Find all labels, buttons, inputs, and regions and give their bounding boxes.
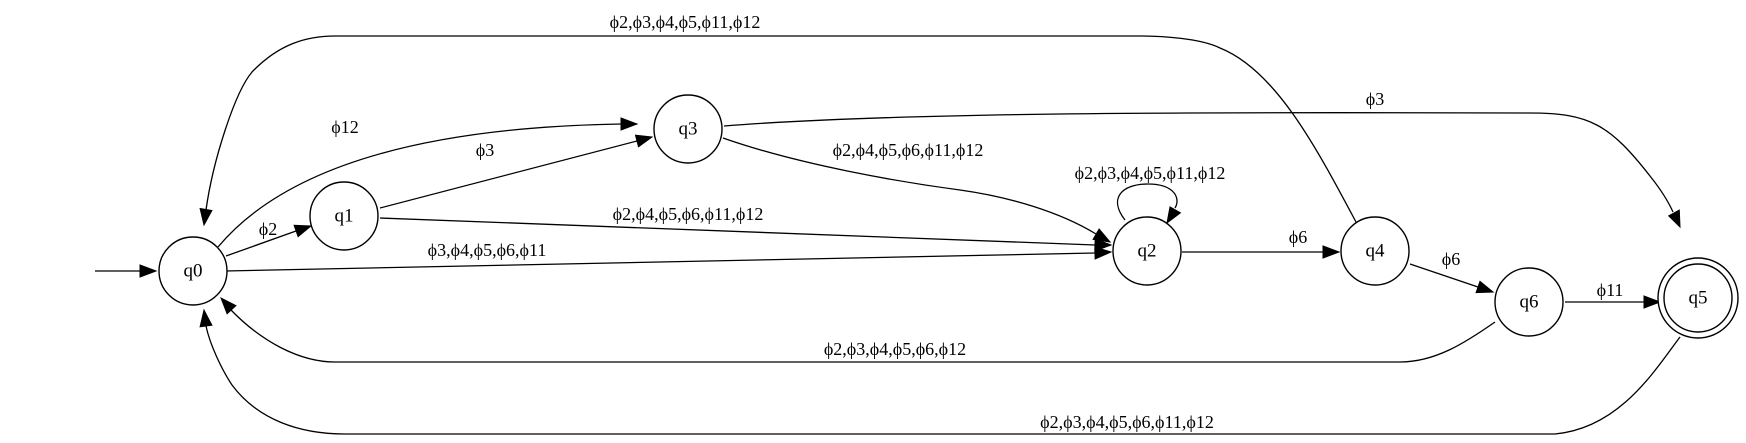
state-circle bbox=[1340, 216, 1410, 286]
transition-q3-q5: ϕ3 bbox=[723, 89, 1681, 229]
transition-label: ϕ2,ϕ3,ϕ4,ϕ5,ϕ11,ϕ12 bbox=[1075, 163, 1226, 183]
edge-path-q0-q2 bbox=[224, 252, 1096, 272]
transition-q4-q6: ϕ6 bbox=[1409, 249, 1495, 294]
state-circle bbox=[158, 236, 228, 306]
arrowhead-q3-q2 bbox=[1092, 228, 1112, 243]
state-q6: q6 bbox=[1494, 267, 1564, 337]
arrowhead-q3-q5 bbox=[1667, 209, 1681, 229]
arrowhead-q6-q0 bbox=[220, 296, 237, 315]
state-circle bbox=[1494, 267, 1564, 337]
state-circle bbox=[653, 94, 723, 164]
transition-label: ϕ2,ϕ3,ϕ4,ϕ5,ϕ6,ϕ11,ϕ12 bbox=[1040, 412, 1214, 432]
transition-label: ϕ6 bbox=[1442, 249, 1460, 269]
arrowhead-q1-q3 bbox=[634, 134, 654, 148]
transition-q0-q2: ϕ3,ϕ4,ϕ5,ϕ6,ϕ11 bbox=[224, 240, 1113, 272]
edge-path-q4-q6 bbox=[1409, 263, 1479, 288]
edge-path-q1-q2 bbox=[379, 217, 1096, 246]
transition-label: ϕ2,ϕ3,ϕ4,ϕ5,ϕ6,ϕ12 bbox=[824, 339, 966, 359]
edge-path-q1-q3 bbox=[379, 140, 638, 209]
arrowhead-q1-q2 bbox=[1094, 238, 1113, 252]
transition-q5-q0: ϕ2,ϕ3,ϕ4,ϕ5,ϕ6,ϕ11,ϕ12 bbox=[199, 308, 1681, 435]
initial-arrow bbox=[95, 264, 158, 278]
state-label: q4 bbox=[1366, 241, 1386, 262]
edge-path-q3-q5 bbox=[723, 111, 1674, 213]
transition-q4-q0: ϕ2,ϕ3,ϕ4,ϕ5,ϕ11,ϕ12 bbox=[199, 12, 1357, 227]
edge-path-q6-q0 bbox=[230, 309, 1496, 363]
transition-q6-q0: ϕ2,ϕ3,ϕ4,ϕ5,ϕ6,ϕ12 bbox=[220, 296, 1496, 363]
state-label: q0 bbox=[184, 261, 203, 282]
edge-path-q5-q0 bbox=[205, 325, 1681, 435]
state-label: q3 bbox=[679, 119, 698, 140]
transition-q2-q2: ϕ2,ϕ3,ϕ4,ϕ5,ϕ11,ϕ12 bbox=[1075, 163, 1226, 225]
state-q0: q0 bbox=[158, 236, 228, 306]
edge-path-q4-q0 bbox=[205, 35, 1357, 223]
state-label: q6 bbox=[1520, 292, 1539, 313]
edge-path-q2-q2 bbox=[1116, 183, 1178, 221]
edge-path-q3-q2 bbox=[722, 137, 1097, 235]
edge-path-q0-q1 bbox=[225, 230, 297, 257]
transition-label: ϕ3 bbox=[476, 140, 494, 160]
arrowhead-q5-q0 bbox=[199, 308, 213, 328]
state-q5: q5 bbox=[1657, 257, 1739, 339]
transition-label: ϕ2 bbox=[259, 219, 277, 239]
arrowhead-q4-q6 bbox=[1475, 280, 1495, 294]
arrowhead-q2-q2 bbox=[1166, 206, 1182, 225]
state-circle bbox=[1112, 216, 1182, 286]
arrowhead-q4-q0 bbox=[199, 207, 213, 227]
transition-q6-q5: ϕ11 bbox=[1565, 280, 1662, 309]
initial-arrowhead bbox=[139, 264, 158, 278]
transition-label: ϕ2,ϕ3,ϕ4,ϕ5,ϕ11,ϕ12 bbox=[610, 12, 761, 32]
transition-q3-q2: ϕ2,ϕ4,ϕ5,ϕ6,ϕ11,ϕ12 bbox=[722, 137, 1112, 243]
arrowhead-q0-q1 bbox=[293, 224, 313, 238]
state-q2: q2 bbox=[1112, 216, 1182, 286]
transition-label: ϕ2,ϕ4,ϕ5,ϕ6,ϕ11,ϕ12 bbox=[613, 204, 764, 224]
arrowhead-q6-q5 bbox=[1643, 295, 1662, 309]
state-q4: q4 bbox=[1340, 216, 1410, 286]
transition-label: ϕ2,ϕ4,ϕ5,ϕ6,ϕ11,ϕ12 bbox=[833, 140, 984, 160]
transition-q2-q4: ϕ6 bbox=[1182, 227, 1341, 259]
transition-label: ϕ11 bbox=[1597, 280, 1624, 300]
state-label: q2 bbox=[1138, 241, 1157, 262]
state-label: q1 bbox=[335, 206, 354, 227]
transition-label: ϕ6 bbox=[1289, 227, 1307, 247]
edge-path-q0-q3 bbox=[217, 123, 622, 248]
state-q3: q3 bbox=[653, 94, 723, 164]
arrowhead-q2-q4 bbox=[1322, 245, 1341, 259]
state-q1: q1 bbox=[309, 181, 379, 251]
state-circle bbox=[309, 181, 379, 251]
arrowhead-q0-q3 bbox=[620, 117, 639, 131]
transition-q1-q3: ϕ3 bbox=[379, 134, 654, 209]
transition-label: ϕ3,ϕ4,ϕ5,ϕ6,ϕ11 bbox=[428, 240, 547, 260]
transition-q0-q3: ϕ12 bbox=[217, 117, 639, 248]
transition-label: ϕ12 bbox=[331, 117, 358, 137]
transition-q0-q1: ϕ2 bbox=[225, 219, 313, 257]
transition-q1-q2: ϕ2,ϕ4,ϕ5,ϕ6,ϕ11,ϕ12 bbox=[379, 204, 1113, 252]
state-circle-inner bbox=[1663, 263, 1733, 333]
transition-label: ϕ3 bbox=[1366, 89, 1384, 109]
state-label: q5 bbox=[1689, 288, 1708, 309]
